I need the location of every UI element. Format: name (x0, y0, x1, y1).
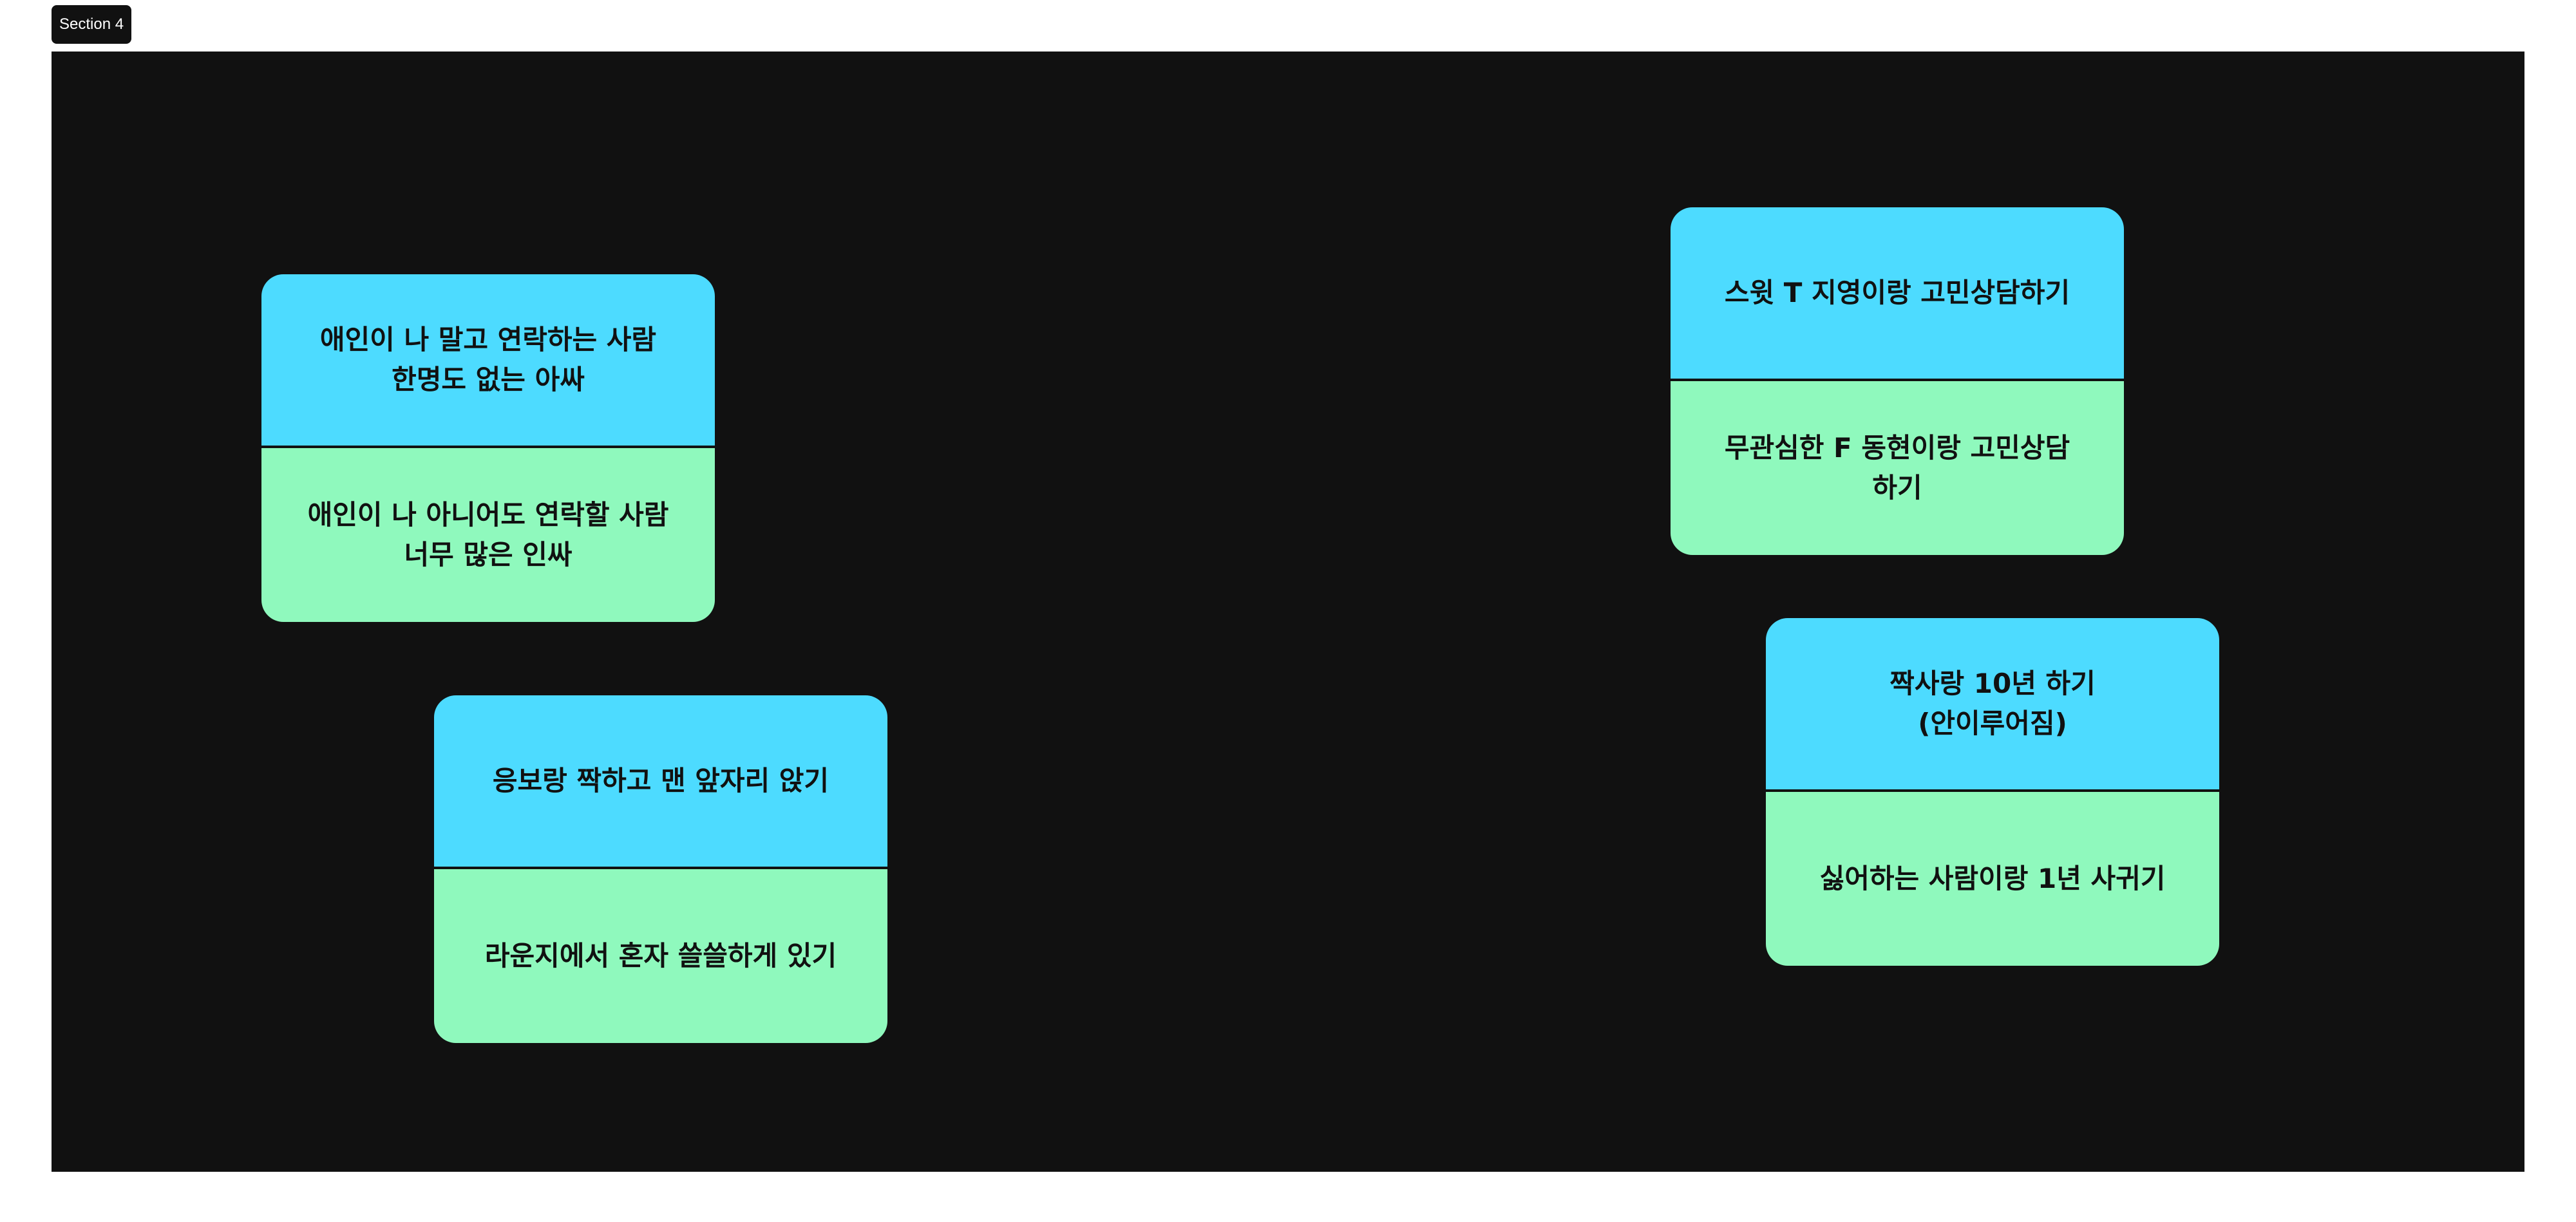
card-option-top[interactable]: 애인이 나 말고 연락하는 사람 한명도 없는 아싸 (261, 274, 715, 448)
choice-card[interactable]: 스윗 T 지영이랑 고민상담하기 무관심한 F 동현이랑 고민상담 하기 (1671, 207, 2124, 555)
card-option-top[interactable]: 스윗 T 지영이랑 고민상담하기 (1671, 207, 2124, 381)
card-option-top[interactable]: 응보랑 짝하고 맨 앞자리 앉기 (434, 695, 887, 869)
choice-card[interactable]: 응보랑 짝하고 맨 앞자리 앉기 라운지에서 혼자 쓸쓸하게 있기 (434, 695, 887, 1043)
choice-card[interactable]: 짝사랑 10년 하기 (안이루어짐) 싫어하는 사람이랑 1년 사귀기 (1766, 618, 2219, 966)
choice-card[interactable]: 애인이 나 말고 연락하는 사람 한명도 없는 아싸 애인이 나 아니어도 연락… (261, 274, 715, 622)
card-option-bottom[interactable]: 라운지에서 혼자 쓸쓸하게 있기 (434, 869, 887, 1043)
card-option-bottom[interactable]: 애인이 나 아니어도 연락할 사람 너무 많은 인싸 (261, 448, 715, 622)
card-option-bottom[interactable]: 무관심한 F 동현이랑 고민상담 하기 (1671, 381, 2124, 555)
section-label[interactable]: Section 4 (52, 5, 132, 44)
card-option-top[interactable]: 짝사랑 10년 하기 (안이루어짐) (1766, 618, 2219, 792)
card-option-bottom[interactable]: 싫어하는 사람이랑 1년 사귀기 (1766, 792, 2219, 966)
